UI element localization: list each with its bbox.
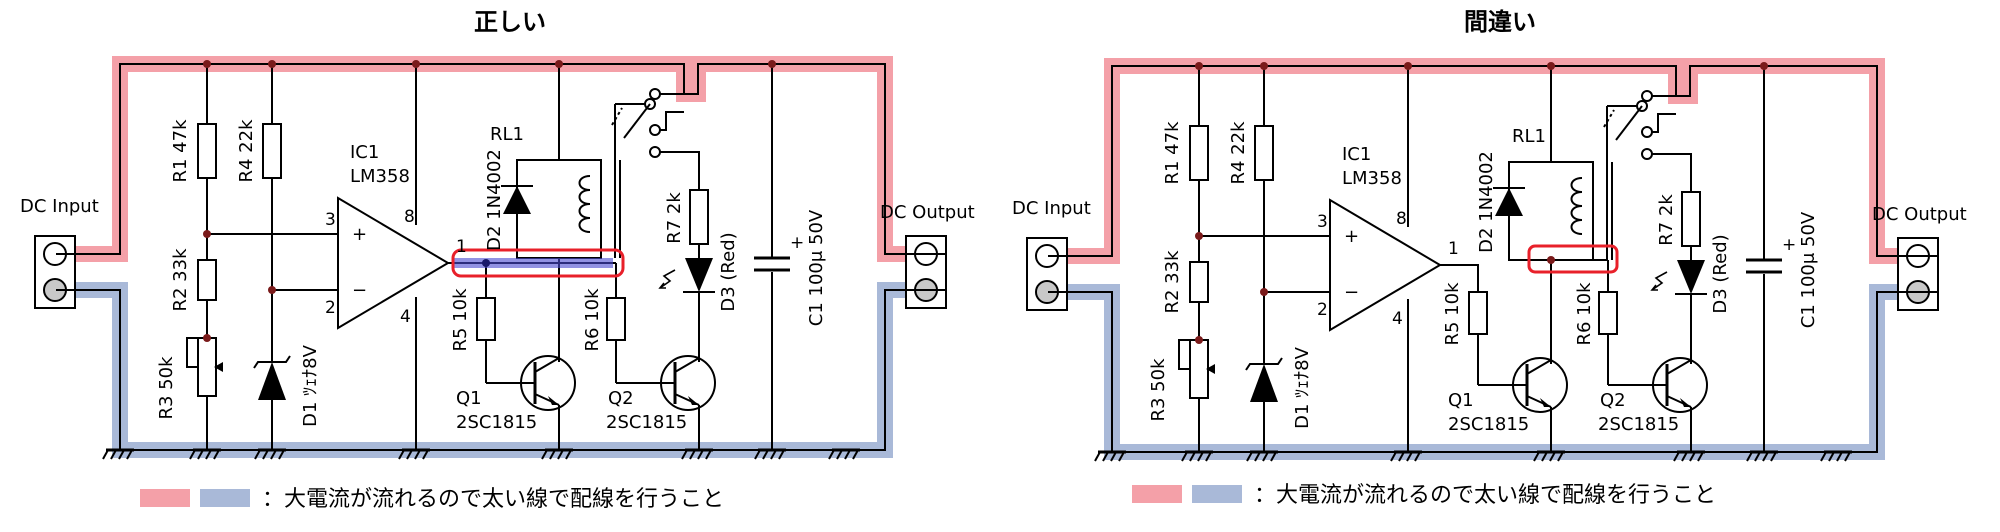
label-r3: R3 50k — [1148, 358, 1169, 422]
panel-correct: 正しい DC Input DC Output R1 47k R2 33k R3 … — [20, 8, 975, 512]
r6-resistor — [1598, 291, 1618, 335]
legend-swatch-gnd — [200, 489, 250, 507]
label-d2: D2 1N4002 — [1476, 151, 1497, 253]
label-q1-part: 2SC1815 — [1448, 414, 1529, 435]
pin-8: 8 — [404, 207, 415, 227]
panel-wrong: 間違い DC Input DC Output R1 47k R2 33k R3 … — [1012, 8, 1967, 508]
label-r5: R5 10k — [450, 288, 471, 352]
label-dc-output: DC Output — [880, 202, 975, 223]
r5-resistor — [1468, 291, 1488, 335]
pin-2: 2 — [325, 298, 336, 318]
label-r1: R1 47k — [1162, 121, 1183, 185]
pin-1: 1 — [1448, 239, 1459, 259]
r5-resistor — [476, 297, 496, 341]
label-d1: D1 ﾂｪﾅ8V — [1292, 346, 1313, 428]
opamp-plus: + — [352, 224, 367, 245]
pin-1: 1 — [456, 237, 467, 257]
pin-8: 8 — [1396, 209, 1407, 229]
legend-text-correct: ：大電流が流れるので太い線で配線を行うこと — [262, 487, 724, 512]
label-ic1-part: LM358 — [350, 166, 410, 187]
label-r6: R6 10k — [1574, 282, 1595, 346]
pin-4: 4 — [400, 307, 411, 327]
highlight-box-correct — [451, 248, 625, 278]
pin-2: 2 — [1317, 300, 1328, 320]
label-rl1: RL1 — [1512, 126, 1546, 147]
highlight-box-wrong — [1527, 244, 1619, 274]
label-d3: D3 (Red) — [718, 232, 739, 311]
label-r7: R7 2k — [664, 192, 685, 244]
legend-text-wrong: ：大電流が流れるので太い線で配線を行うこと — [1254, 483, 1716, 508]
pin-3: 3 — [325, 210, 336, 230]
label-r5: R5 10k — [1442, 282, 1463, 346]
label-r2: R2 33k — [1162, 250, 1183, 314]
label-q2-part: 2SC1815 — [1598, 414, 1679, 435]
label-q2: Q2 — [1600, 390, 1626, 411]
label-q2-part: 2SC1815 — [606, 412, 687, 433]
label-q1-part: 2SC1815 — [456, 412, 537, 433]
label-d1: D1 ﾂｪﾅ8V — [300, 344, 321, 426]
label-ic1-part: LM358 — [1342, 168, 1402, 189]
label-ic1: IC1 — [350, 142, 379, 163]
opamp-minus: − — [352, 280, 367, 301]
label-r2: R2 33k — [170, 248, 191, 312]
label-r4: R4 22k — [236, 119, 257, 183]
opamp-minus: − — [1344, 282, 1359, 303]
r6-resistor — [606, 297, 626, 341]
label-r3: R3 50k — [156, 356, 177, 420]
label-r7: R7 2k — [1656, 194, 1677, 246]
label-r1: R1 47k — [170, 119, 191, 183]
label-r6: R6 10k — [582, 288, 603, 352]
label-q1: Q1 — [456, 388, 482, 409]
pin-3: 3 — [1317, 212, 1328, 232]
title-correct: 正しい — [474, 8, 546, 36]
label-q2: Q2 — [608, 388, 634, 409]
legend-swatch-pos — [140, 489, 190, 507]
label-d2: D2 1N4002 — [484, 149, 505, 251]
legend-swatch-gnd — [1192, 485, 1242, 503]
opamp-plus: + — [1344, 226, 1359, 247]
label-q1: Q1 — [1448, 390, 1474, 411]
label-c1: C1 100μ 50V — [1798, 211, 1819, 328]
title-wrong: 間違い — [1464, 8, 1536, 36]
legend-swatch-pos — [1132, 485, 1182, 503]
c1-plus: + — [1782, 235, 1796, 255]
label-dc-output: DC Output — [1872, 204, 1967, 225]
label-c1: C1 100μ 50V — [806, 209, 827, 326]
label-d3: D3 (Red) — [1710, 234, 1731, 313]
label-dc-input: DC Input — [1012, 198, 1091, 219]
label-rl1: RL1 — [490, 124, 524, 145]
pin-4: 4 — [1392, 309, 1403, 329]
c1-plus: + — [790, 233, 804, 253]
label-dc-input: DC Input — [20, 196, 99, 217]
label-ic1: IC1 — [1342, 144, 1371, 165]
label-r4: R4 22k — [1228, 121, 1249, 185]
